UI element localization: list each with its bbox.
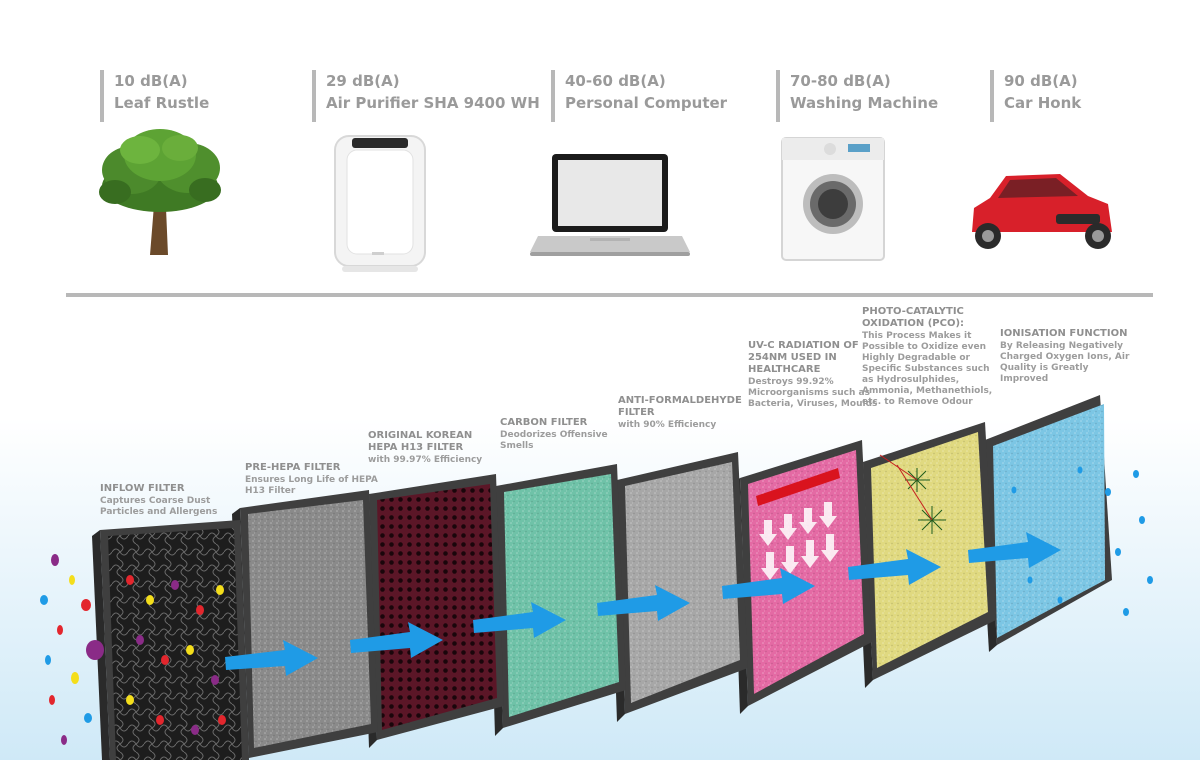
filter-desc: Ensures Long Life of HEPA H13 Filter <box>245 475 378 496</box>
noise-source: Air Purifier SHA 9400 WH <box>326 94 540 112</box>
filter-panel-inflow <box>92 520 249 760</box>
pco-catalyst-icon <box>879 454 946 534</box>
noise-level: 90 dB(A) <box>1004 72 1078 90</box>
filter-desc: Destroys 99.92% Microorganisms such as B… <box>748 377 878 409</box>
filter-desc: with 99.97% Efficiency <box>368 455 483 465</box>
noise-level: 40-60 dB(A) <box>565 72 666 90</box>
flow-arrow-icon <box>848 549 941 585</box>
flow-arrow-icon <box>225 640 318 676</box>
noise-source: Personal Computer <box>565 94 728 112</box>
car-icon <box>972 174 1112 249</box>
noise-source: Leaf Rustle <box>114 94 210 112</box>
filter-title: INFLOW FILTER <box>100 483 185 494</box>
filter-panel-uvc <box>732 440 872 714</box>
noise-item-washing-machine: 70-80 dB(A) Washing Machine <box>776 70 938 122</box>
filter-label-uvc: UV-C RADIATION OF 254NM USED IN HEALTHCA… <box>748 340 883 410</box>
air-flow-arrows <box>225 532 1061 676</box>
filter-desc: Captures Coarse Dust Particles and Aller… <box>100 496 218 517</box>
uv-rays-icon <box>759 502 839 580</box>
filter-panel-anti-formaldehyde <box>609 452 748 722</box>
dust-particles-icon <box>126 575 226 735</box>
flow-arrow-icon <box>722 568 815 604</box>
tree-icon <box>99 129 221 255</box>
filter-desc: with 90% Efficiency <box>618 420 717 430</box>
flow-arrow-icon <box>473 602 566 638</box>
incoming-particles-icon <box>40 554 104 745</box>
oxygen-ions-icon <box>1011 466 1153 616</box>
noise-illustrations <box>99 129 1112 272</box>
laptop-icon <box>530 154 690 256</box>
noise-item-air-purifier: 29 dB(A) Air Purifier SHA 9400 WH <box>312 70 540 122</box>
filter-label-ionisation: IONISATION FUNCTION By Releasing Negativ… <box>1000 328 1135 385</box>
washing-machine-icon <box>781 137 885 261</box>
flow-arrow-icon <box>968 532 1061 568</box>
noise-item-car: 90 dB(A) Car Honk <box>990 70 1081 122</box>
filter-panel-pre-hepa <box>232 490 378 760</box>
filter-label-anti-formaldehyde: ANTI-FORMALDEHYDE FILTER with 90% Effici… <box>618 395 753 431</box>
filter-desc: This Process Makes it Possible to Oxidiz… <box>862 331 993 407</box>
noise-item-leaf: 10 dB(A) Leaf Rustle <box>100 70 209 122</box>
filter-title: IONISATION FUNCTION <box>1000 328 1128 339</box>
noise-item-computer: 40-60 dB(A) Personal Computer <box>551 70 727 122</box>
filter-label-pre-hepa: PRE-HEPA FILTER Ensures Long Life of HEP… <box>245 462 380 497</box>
filter-title: CARBON FILTER <box>500 417 588 428</box>
noise-level: 70-80 dB(A) <box>790 72 891 90</box>
filter-title: ORIGINAL KOREAN HEPA H13 FILTER <box>368 430 473 453</box>
noise-level: 10 dB(A) <box>114 72 188 90</box>
noise-source: Car Honk <box>1004 94 1082 112</box>
noise-source: Washing Machine <box>790 94 939 112</box>
filter-title: ANTI-FORMALDEHYDE FILTER <box>618 395 742 418</box>
section-divider <box>66 293 1153 297</box>
uv-lamp-icon <box>756 468 840 506</box>
filter-label-hepa: ORIGINAL KOREAN HEPA H13 FILTER with 99.… <box>368 430 503 466</box>
filter-desc: Deodorizes Offensive Smells <box>500 430 608 451</box>
filter-panel-hepa <box>361 474 504 748</box>
filter-label-pco: PHOTO-CATALYTIC OXIDATION (PCO): This Pr… <box>862 306 997 408</box>
noise-level: 29 dB(A) <box>326 72 400 90</box>
filter-panel-ionisation <box>977 395 1112 652</box>
flow-arrow-icon <box>350 622 443 658</box>
filter-panel-carbon <box>488 464 626 736</box>
filter-label-carbon: CARBON FILTER Deodorizes Offensive Smell… <box>500 417 635 452</box>
filter-title: PHOTO-CATALYTIC OXIDATION (PCO): <box>862 306 965 329</box>
filter-title: PRE-HEPA FILTER <box>245 462 341 473</box>
filter-title: UV-C RADIATION OF 254NM USED IN HEALTHCA… <box>748 340 859 375</box>
filter-desc: By Releasing Negatively Charged Oxygen I… <box>1000 341 1130 384</box>
filter-label-inflow: INFLOW FILTER Captures Coarse Dust Parti… <box>100 483 235 518</box>
air-purifier-icon <box>334 135 426 272</box>
flow-arrow-icon <box>597 585 690 621</box>
